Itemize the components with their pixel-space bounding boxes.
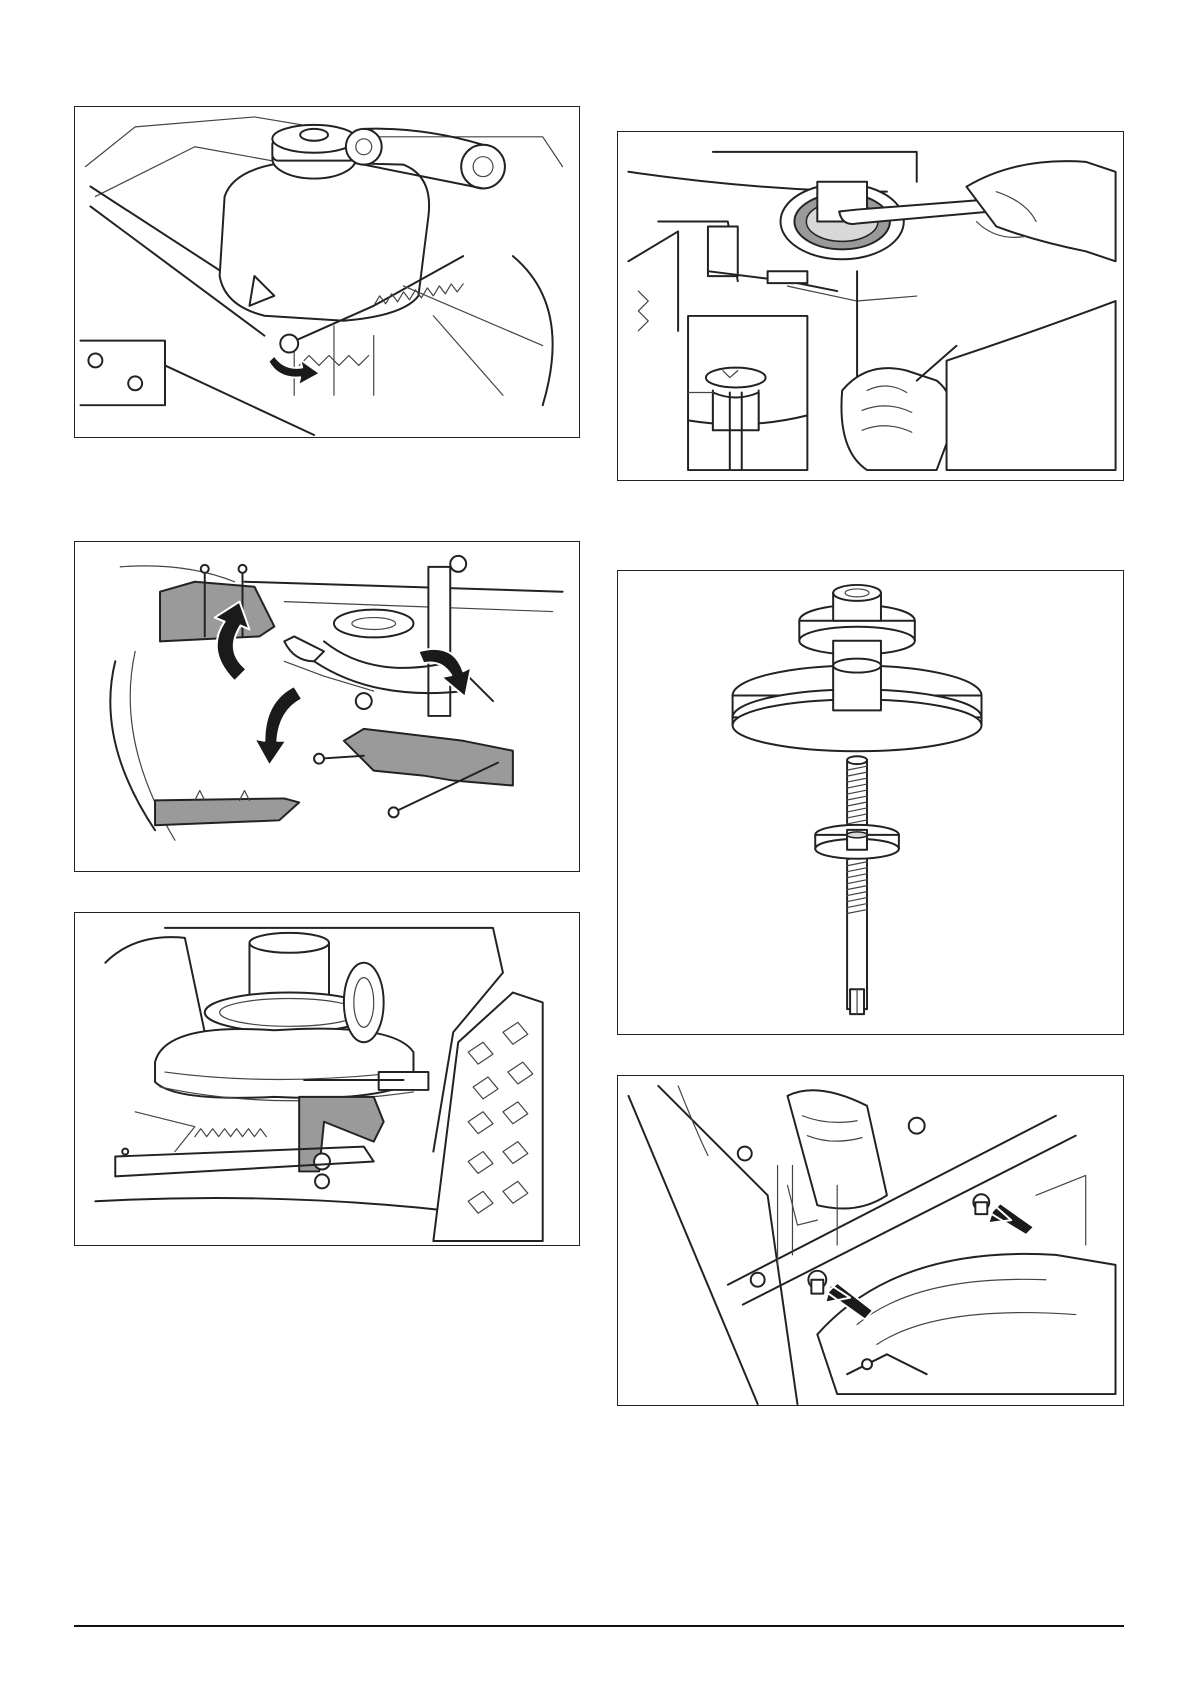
figure-bolt-locations <box>617 1075 1124 1406</box>
cover-plates-illustration <box>75 542 579 871</box>
pulley-wrench-illustration <box>618 132 1123 480</box>
figure-engine-compartment <box>74 106 580 438</box>
figure-pulley-underside <box>74 912 580 1246</box>
pulley-shaft-illustration <box>618 571 1123 1034</box>
pulley-underside-illustration <box>75 913 579 1245</box>
figure-cover-plates <box>74 541 580 872</box>
bolt-locations-illustration <box>618 1076 1123 1405</box>
engine-compartment-illustration <box>75 107 579 437</box>
figure-pulley-shaft <box>617 570 1124 1035</box>
figure-pulley-wrench <box>617 131 1124 481</box>
footer-rule <box>74 1625 1124 1627</box>
